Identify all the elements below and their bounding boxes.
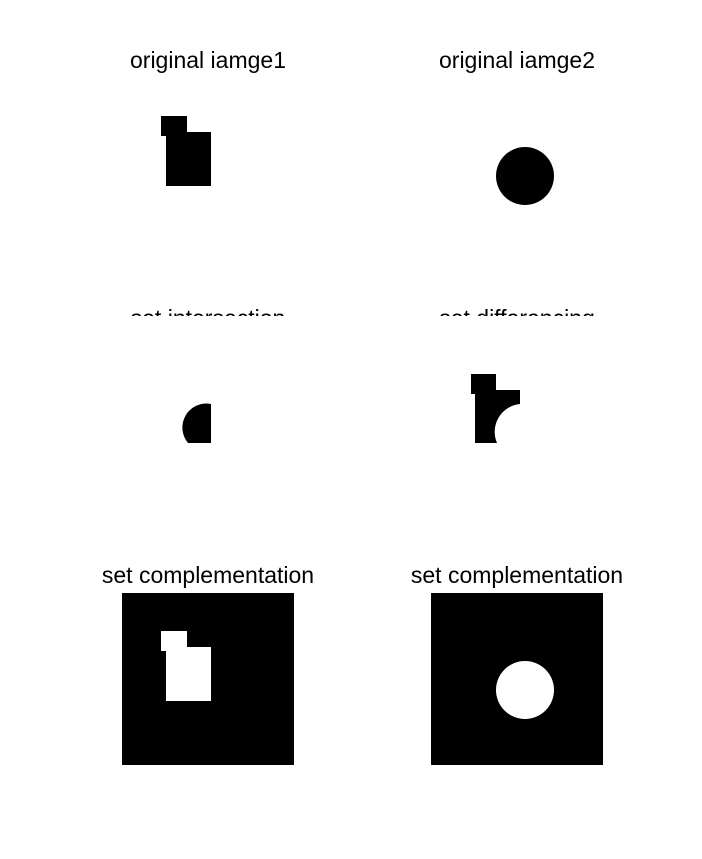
shape-difference	[471, 374, 520, 443]
original-image-2	[431, 86, 603, 258]
complement-image-2	[431, 593, 603, 765]
shape-body-block	[166, 132, 211, 186]
intersection-image	[122, 316, 294, 488]
hole-body-block	[166, 647, 211, 701]
panel-title-complement-2: set complementation	[410, 562, 624, 588]
shape-half-disc	[182, 403, 211, 443]
complement-image-1	[122, 593, 294, 765]
hole-top-block	[161, 631, 187, 651]
shape-circle	[496, 147, 554, 205]
original-image-1	[122, 86, 294, 258]
panel-title-original-image-2: original iamge2	[439, 47, 595, 73]
panel-title-complement-1: set complementation	[101, 562, 315, 588]
shape-top-block	[161, 116, 187, 136]
panel-title-original-image-1: original iamge1	[130, 47, 286, 73]
differencing-image	[431, 316, 603, 488]
hole-circle	[496, 661, 554, 719]
